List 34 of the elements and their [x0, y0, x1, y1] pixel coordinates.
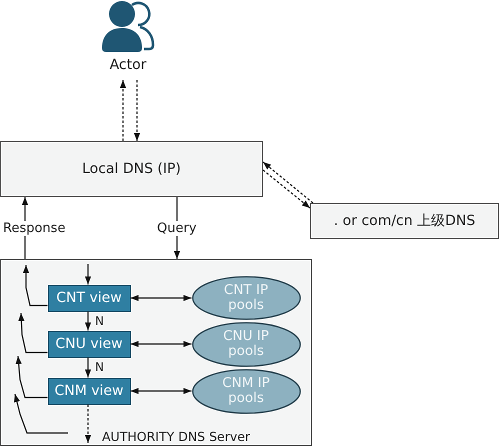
actor-label: Actor — [110, 57, 146, 73]
server-box — [0, 141, 263, 197]
pool-label: CNU IP pools — [222, 329, 270, 359]
server-group-panel — [0, 259, 312, 446]
dotted-arrow — [262, 170, 310, 208]
arrow — [84, 264, 92, 284]
box-label: . or com/cn 上级DNS — [334, 212, 476, 230]
double-arrow — [130, 294, 192, 302]
view-label: CNU view — [55, 336, 123, 352]
dotted-arrow — [120, 80, 126, 141]
view-label: CNM view — [54, 383, 124, 399]
dotted-arrow — [84, 404, 92, 443]
pool-label: CNM IP pools — [221, 376, 271, 406]
arrow — [22, 265, 48, 306]
double-arrow — [130, 340, 192, 348]
box-label: Local DNS (IP) — [82, 161, 181, 177]
edge-label: Response — [2, 220, 66, 236]
edge-label: Query — [156, 220, 198, 236]
view-box — [48, 330, 130, 358]
dotted-arrow — [262, 162, 314, 204]
arrow — [22, 197, 28, 259]
view-box — [48, 284, 130, 312]
view-label: CNT view — [56, 290, 122, 306]
arrow — [84, 358, 92, 378]
view-box — [48, 378, 130, 404]
arrow — [84, 312, 92, 330]
arrow — [16, 356, 48, 398]
panel-title: AUTHORITY DNS Server — [102, 429, 250, 444]
double-arrow — [130, 388, 192, 394]
arrow — [174, 197, 180, 259]
dotted-arrow — [134, 80, 140, 141]
arrow — [18, 312, 48, 354]
pool-label: CNT IP pools — [222, 282, 270, 312]
server-box — [310, 203, 499, 239]
